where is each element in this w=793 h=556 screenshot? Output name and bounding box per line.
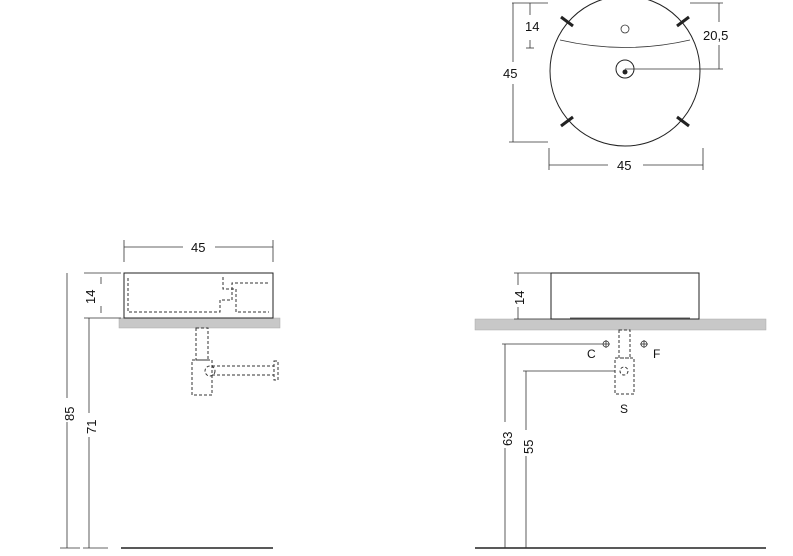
countertop-front [118, 317, 281, 329]
countertop-side [474, 318, 767, 331]
drain-pipe-front [195, 327, 209, 361]
label-cold: C [587, 347, 596, 361]
trap-cap-side [619, 366, 629, 376]
basin-rim-arc [559, 39, 691, 48]
trap-cap-front [204, 365, 216, 377]
trap-body-front [191, 359, 213, 396]
front-dim-basin-label: 14 [83, 290, 98, 304]
mount-tab-bl [560, 115, 574, 128]
drain-pipe-side [618, 329, 631, 359]
cold-supply-symbol [602, 340, 610, 348]
top-dim-depth-label: 14 [525, 19, 539, 34]
basin-front [123, 272, 274, 319]
side-dim-cold-label: 63 [500, 432, 515, 446]
waste-arm-front [211, 365, 275, 376]
mount-tab-tr [676, 15, 690, 28]
side-dim-waste-label: 55 [521, 440, 536, 454]
top-dim-width-label: 45 [617, 158, 631, 173]
front-dim-total-label: 85 [62, 407, 77, 421]
basin-hidden-inner [127, 278, 269, 313]
label-hot: F [653, 347, 660, 361]
trap-body-side [614, 357, 635, 395]
side-dim-basin-label: 14 [512, 291, 527, 305]
basin-outline-top [549, 0, 701, 147]
basin-side [550, 272, 700, 320]
hot-supply-symbol [640, 340, 648, 348]
label-waste: S [620, 402, 628, 416]
front-dim-counter-label: 71 [84, 420, 99, 434]
mount-tab-br [676, 115, 690, 128]
mount-tab-tl [560, 15, 574, 28]
top-view: 14 45 20,5 45 [503, 0, 728, 173]
top-dim-height-label: 45 [503, 66, 517, 81]
wall-flange-front [273, 360, 279, 381]
overflow-hole [620, 24, 630, 34]
top-dim-offset-label: 20,5 [703, 28, 728, 43]
drain-center [622, 69, 628, 75]
side-view: C F S 14 63 55 [474, 272, 767, 549]
basin-hidden-overflow [222, 277, 269, 313]
front-view: 45 14 85 71 [60, 240, 281, 549]
front-dim-width-label: 45 [191, 240, 205, 255]
